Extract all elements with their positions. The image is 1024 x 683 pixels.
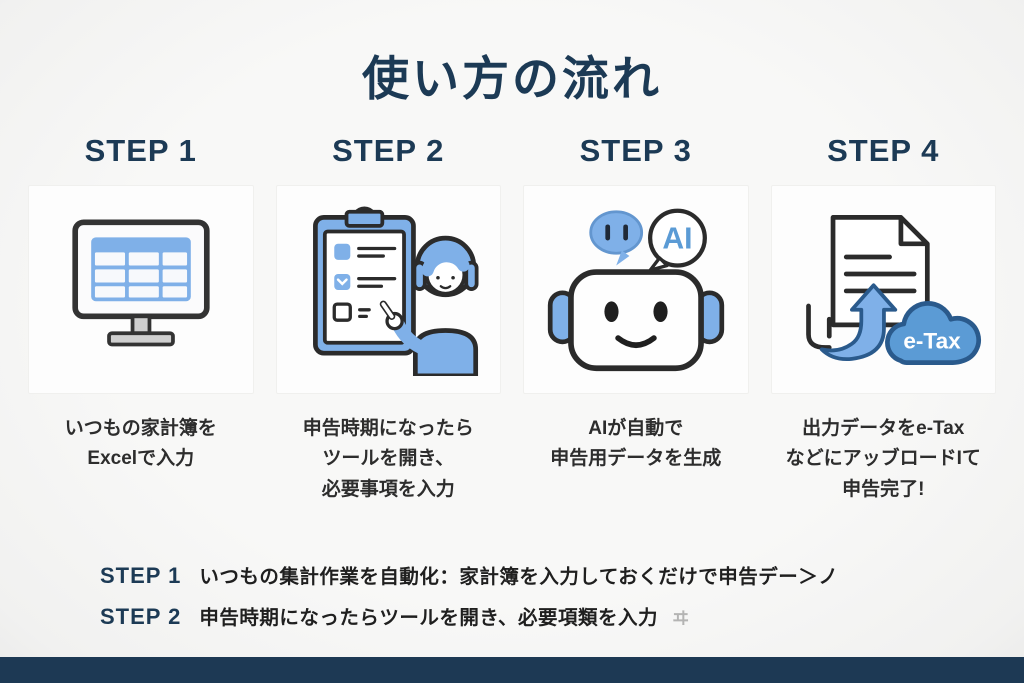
page-title: 使い方の流れ xyxy=(362,52,662,105)
caption-line: Excelで入力 xyxy=(87,448,195,470)
caption-line: などにアッブロードIて xyxy=(785,448,981,470)
footer-bar xyxy=(0,657,1024,683)
caption-line: いつもの家計簿を xyxy=(64,418,217,439)
ai-robot-icon: AI xyxy=(547,208,724,371)
footnote-step-2-text: 申告時期になったらツールを開き、必要項類を入力 xyxy=(199,607,659,629)
step-1-label: STEP 1 xyxy=(84,133,197,168)
footnote-step-2-label: STEP 2 xyxy=(100,604,182,629)
step-3-card: AI xyxy=(523,185,749,394)
footnote-step-1-label: STEP 1 xyxy=(100,563,182,588)
step-1-caption: いつもの家計簿を Excelで入力 xyxy=(32,414,250,475)
caption-line: 必要事項を入力 xyxy=(321,478,455,500)
step-1-card xyxy=(28,185,254,394)
footnote-step-2: STEP 2 申告時期になったらツールを開き、必要項類を入力 ヰ xyxy=(100,601,980,630)
step-column-2: STEP 2 xyxy=(275,133,501,505)
step-column-4: STEP 4 e-Tax xyxy=(770,133,996,505)
step-3-caption: AIが自動で 申告用データを生成 xyxy=(527,414,745,475)
monitor-spreadsheet-icon xyxy=(72,219,210,346)
caption-line: 申告完了! xyxy=(842,478,925,500)
step-4-caption: 出力データをe-Tax などにアッブロードIて 申告完了! xyxy=(775,414,993,505)
step-3-label: STEP 3 xyxy=(579,133,692,168)
document-upload-etax-icon: e-Tax xyxy=(806,214,982,365)
step-2-label: STEP 2 xyxy=(332,133,445,168)
caption-line: AIが自動で xyxy=(588,418,684,439)
steps-grid: STEP 1 いつもの家計簿を Excelで入力 xyxy=(0,133,1024,505)
footnote-step-2-glitch-mark: ヰ xyxy=(672,609,690,628)
clipboard-person-icon xyxy=(313,206,479,376)
step-2-caption: 申告時期になったら ツールを開き、 必要事項を入力 xyxy=(280,414,498,505)
step-column-1: STEP 1 いつもの家計簿を Excelで入力 xyxy=(28,133,254,505)
footnotes: STEP 1 いつもの集計作業を自動化：家計簿を入力しておくだけで申告デー＞ノ … xyxy=(100,560,980,642)
footnote-step-1: STEP 1 いつもの集計作業を自動化：家計簿を入力しておくだけで申告デー＞ノ xyxy=(100,560,980,589)
footnote-step-1-text: いつもの集計作業を自動化：家計簿を入力しておくだけで申告デー＞ノ xyxy=(199,566,839,588)
step-2-card xyxy=(275,185,501,394)
caption-line: 申告時期になったら xyxy=(302,418,474,439)
step-4-card: e-Tax xyxy=(770,185,996,394)
etax-cloud-label: e-Tax xyxy=(904,328,962,353)
caption-line: 出力データをe-Tax xyxy=(802,418,965,439)
caption-line: 申告用データを生成 xyxy=(550,448,722,470)
step-column-3: STEP 3 xyxy=(523,133,749,505)
step-4-label: STEP 4 xyxy=(827,133,940,168)
caption-line: ツールを開き、 xyxy=(322,448,455,470)
ai-bubble-label: AI xyxy=(662,222,692,255)
